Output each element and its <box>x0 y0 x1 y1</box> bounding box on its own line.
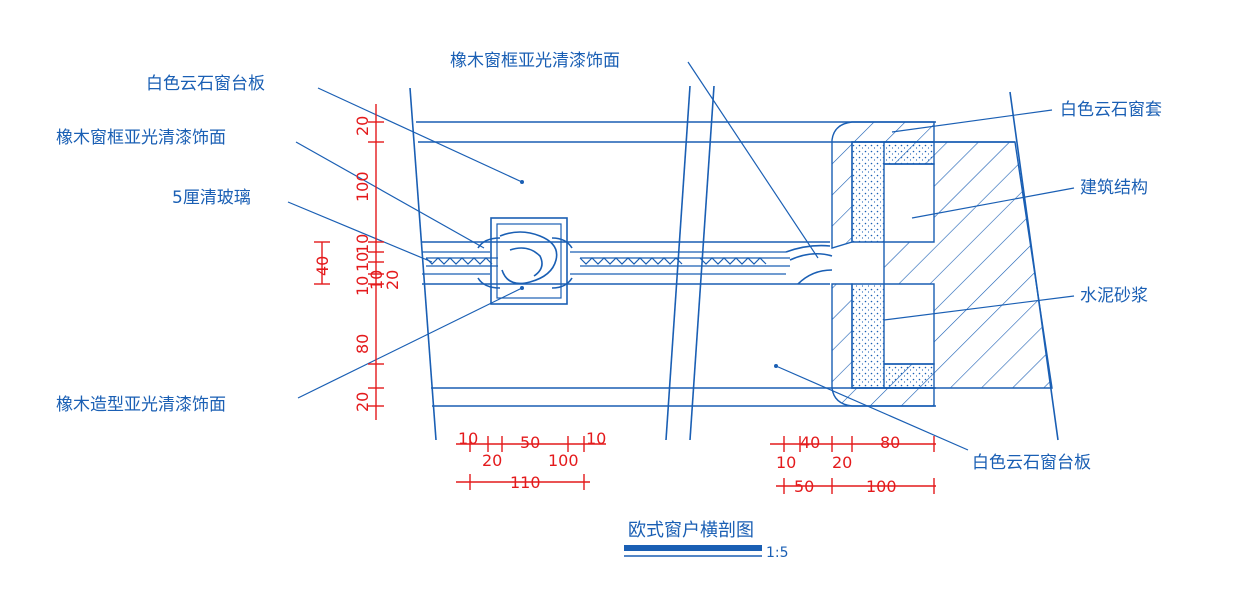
dim-h-20b: 20 <box>832 453 852 472</box>
oak-mullion <box>477 217 573 305</box>
dim-h-50b: 50 <box>794 477 814 496</box>
dim-v-10d: 10 <box>367 270 386 290</box>
dim-h-110: 110 <box>510 473 541 492</box>
dim-v-10b: 10 <box>353 252 372 272</box>
dimension-left-vertical: 20 100 10 10 10 10 80 20 40 20 <box>313 104 402 420</box>
dimension-bottom-right: 40 80 10 20 50 100 <box>770 433 936 496</box>
title-block: 欧式窗户横剖图 1:5 <box>624 520 789 561</box>
dim-h-10c: 10 <box>776 453 796 472</box>
label-mortar: 水泥砂浆 <box>1080 286 1148 306</box>
dim-h-50: 50 <box>520 433 540 452</box>
dim-h-40: 40 <box>800 433 820 452</box>
dimension-bottom-left: 10 50 10 20 100 110 <box>456 429 606 492</box>
dim-v-20-bottom: 20 <box>353 392 372 412</box>
label-sill-board-bottom: 白色云石窗台板 <box>972 453 1091 473</box>
label-sill-board-top: 白色云石窗台板 <box>146 74 265 94</box>
dim-v-20-top: 20 <box>353 116 372 136</box>
label-frame-finish-left: 橡木窗框亚光清漆饰面 <box>56 128 226 148</box>
dim-v-100: 100 <box>353 171 372 202</box>
drawing-scale: 1:5 <box>766 545 789 561</box>
frame-connection <box>785 244 833 285</box>
dim-v-20-mid: 20 <box>383 270 402 290</box>
label-window-casing: 白色云石窗套 <box>1060 100 1162 120</box>
label-glass: 5厘清玻璃 <box>172 188 251 208</box>
label-structure: 建筑结构 <box>1080 178 1148 198</box>
dim-h-80: 80 <box>880 433 900 452</box>
dim-h-100b: 100 <box>866 477 897 496</box>
dim-v-10c: 10 <box>353 276 372 296</box>
drawing-title: 欧式窗户横剖图 <box>628 520 754 541</box>
structure-wall <box>883 141 1053 389</box>
dim-v-10a: 10 <box>353 234 372 254</box>
dim-v-40: 40 <box>313 256 332 276</box>
label-frame-finish-top: 橡木窗框亚光清漆饰面 <box>450 51 620 71</box>
dim-h-100: 100 <box>548 451 579 470</box>
dim-h-10a: 10 <box>458 429 478 448</box>
glass-band <box>422 241 830 285</box>
dim-v-80: 80 <box>353 334 372 354</box>
leader-lines <box>287 61 1075 451</box>
label-carved-finish: 橡木造型亚光清漆饰面 <box>56 395 226 415</box>
labels: 白色云石窗台板 橡木窗框亚光清漆饰面 橡木窗框亚光清漆饰面 5厘清玻璃 橡木造型… <box>56 51 1162 473</box>
dim-h-20: 20 <box>482 451 502 470</box>
dim-h-10b: 10 <box>586 429 606 448</box>
